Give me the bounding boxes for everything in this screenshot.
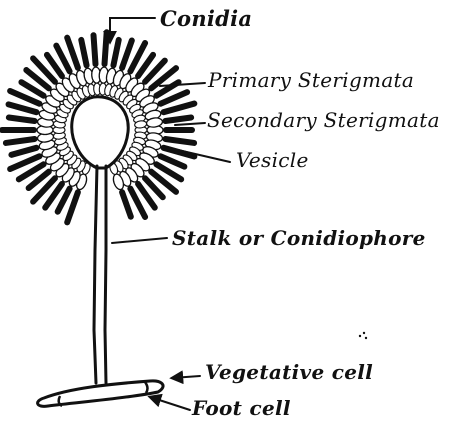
conidium-chain <box>6 139 35 143</box>
conidium-chain <box>164 104 195 113</box>
vegetative-cell-pointer <box>172 376 200 378</box>
secondary-sterigmata-pointer <box>175 123 205 125</box>
conidium-chain <box>11 148 36 155</box>
stalk-pointer <box>112 238 167 243</box>
conidium-chain <box>165 117 191 121</box>
conidium-chain <box>113 40 118 65</box>
conidium-chain <box>9 117 35 121</box>
conidium-chain <box>94 35 96 64</box>
label-vesicle: Vesicle <box>236 150 309 170</box>
label-primary-sterigmata: Primary Sterigmata <box>208 70 414 90</box>
label-foot-cell: Foot cell <box>192 398 291 418</box>
label-secondary-sterigmata: Secondary Sterigmata <box>207 110 440 130</box>
conidiophore-stalk <box>94 166 106 383</box>
foot-cell-shape <box>38 381 163 406</box>
vesicle-shape <box>72 97 128 168</box>
speck-mark <box>359 332 367 339</box>
primary-sterigmata-pointer <box>160 83 205 86</box>
conidium-chain <box>81 40 86 65</box>
conidium-chain <box>105 32 107 64</box>
conidium-chain <box>122 40 132 67</box>
conidium-chain <box>161 156 185 166</box>
label-conidia: Conidia <box>160 8 252 29</box>
label-stalk-conidiophore: Stalk or Conidiophore <box>172 228 426 248</box>
conidium-chain <box>9 104 37 112</box>
foot-cell-pointer <box>150 397 190 410</box>
conidium-chain <box>165 139 194 143</box>
conidium-chain <box>122 192 131 216</box>
label-vegetative-cell: Vegetative cell <box>205 362 373 382</box>
